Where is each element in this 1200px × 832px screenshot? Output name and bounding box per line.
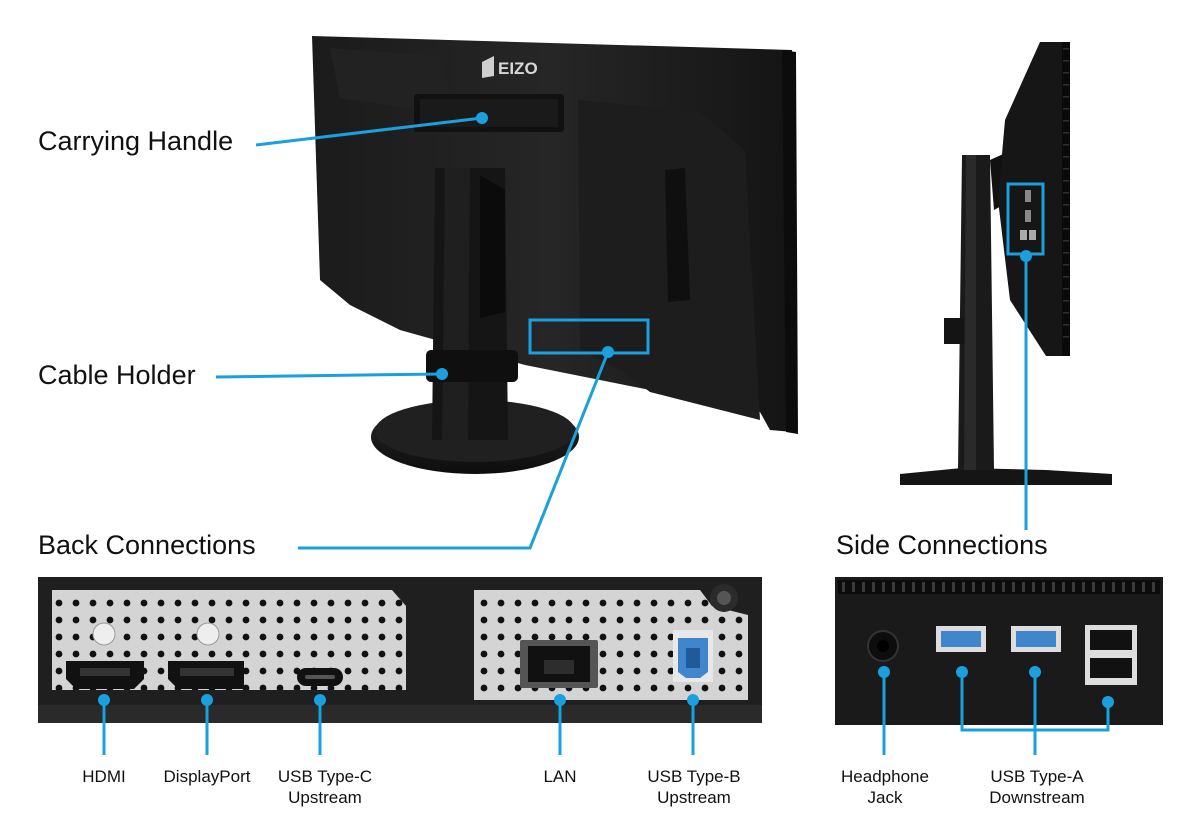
lan-label: LAN [543,767,577,786]
hdmi-label: HDMI [82,767,126,786]
usb-a-port-3 [1085,625,1137,685]
usb-a-port-1 [936,626,986,652]
back-connections-leader [298,351,610,550]
back-connections-panel [38,577,762,723]
callout-lines [102,116,1110,755]
eizo-logo: EIZO [498,59,538,78]
monitor-side-view [900,42,1112,485]
carrying-handle-leader [255,116,483,147]
displayport-label: DisplayPort [163,767,251,786]
cable-holder-label: Cable Holder [38,360,196,390]
monitor-rear-view: EIZO [312,36,798,474]
side-connections-label: Side Connections [836,530,1048,560]
callout-dots [98,112,1114,708]
headphone-jack [867,630,899,662]
cable-holder-leader [215,372,443,379]
lan-port [520,640,598,688]
back-connections-label: Back Connections [38,530,256,560]
back-connections-highlight [528,318,650,355]
displayport-port [168,661,244,689]
usb-a-port-2 [1011,626,1061,652]
carrying-handle-label: Carrying Handle [38,126,234,156]
usb-c-port [297,668,343,686]
hdmi-port [66,661,144,689]
usb-b-port [673,630,713,682]
